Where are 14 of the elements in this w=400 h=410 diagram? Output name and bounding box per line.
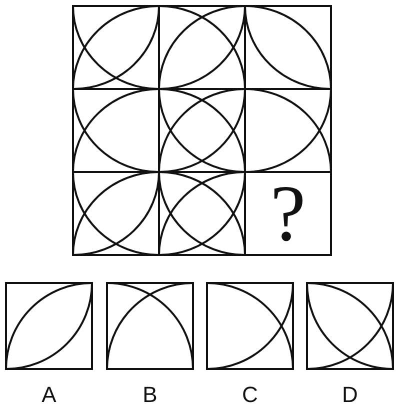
option-letter: D — [342, 384, 358, 406]
pattern-cell — [72, 5, 160, 90]
option-letter: C — [242, 384, 258, 406]
pattern-cell — [72, 171, 160, 256]
option-letter: B — [142, 384, 158, 406]
option-letter: A — [42, 384, 56, 406]
pattern-cell — [158, 171, 246, 256]
pattern-cell — [158, 5, 246, 90]
question-mark: ? — [270, 174, 306, 254]
pattern-cell — [244, 5, 332, 90]
pattern-cell — [72, 88, 160, 173]
grid-cell — [244, 171, 332, 256]
pattern-cell — [244, 88, 332, 173]
pattern-cell — [158, 88, 246, 173]
